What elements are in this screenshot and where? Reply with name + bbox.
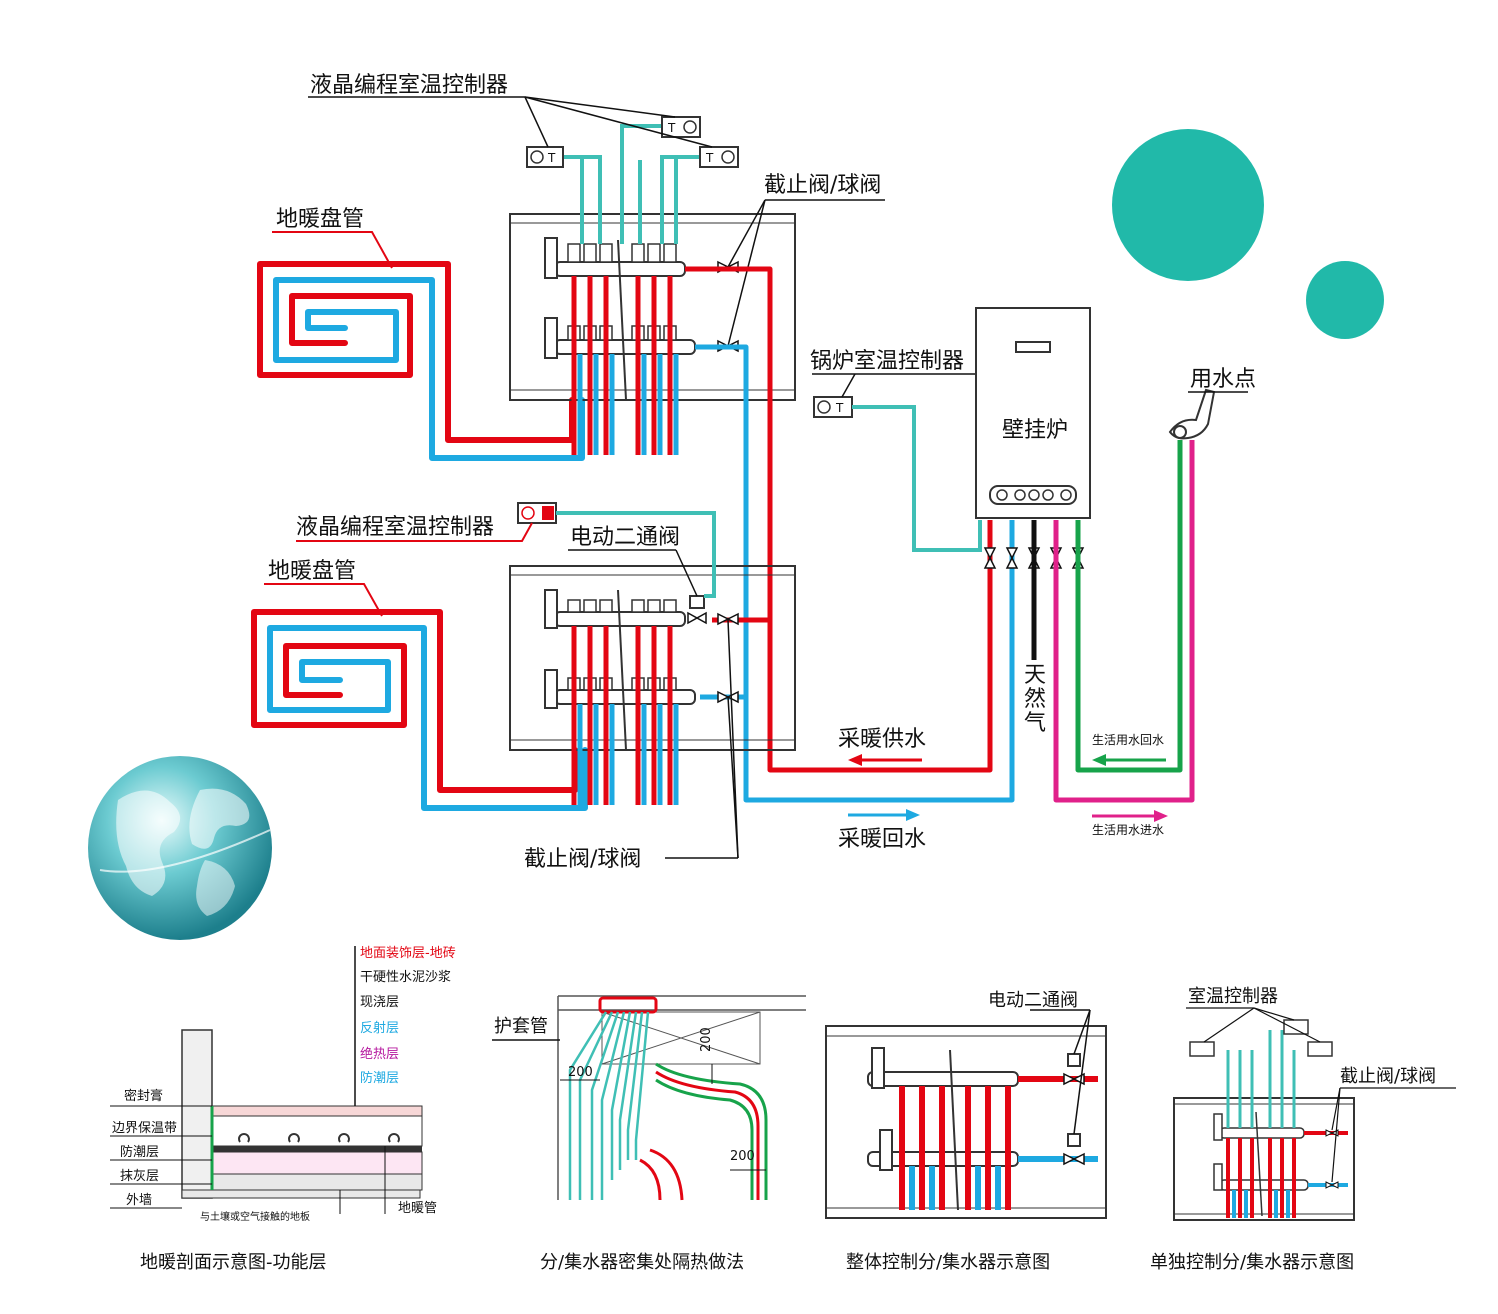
decor-circle-large [1112,129,1264,281]
layer-label-0: 地面装饰层-地砖 [360,946,456,961]
boiler-room-controller: T [812,373,982,552]
left-label-1: 边界保温带 [112,1121,177,1136]
svg-text:T: T [705,151,714,165]
label-individual-valve: 截止阀/球阀 [1340,1066,1436,1087]
floor-coil-bottom [251,609,588,811]
signal-wires-top [560,124,700,244]
label-floor-coil-bottom: 地暖盘管 [268,559,356,584]
label-gas-3: 气 [1024,711,1046,736]
manifold-top-loops [571,276,679,455]
dim-label-2: 200 [699,1027,714,1052]
left-label-3: 抹灰层 [120,1169,159,1184]
label-stop-valve-bottom: 截止阀/球阀 [524,847,641,872]
label-stop-valve-top: 截止阀/球阀 [764,173,881,198]
overall-manifold-drawing [825,1009,1107,1219]
caption-individual: 单独控制分/集水器示意图 [1150,1252,1354,1273]
label-floor-coil-top: 地暖盘管 [276,207,364,232]
layer-label-3: 反射层 [360,1020,399,1036]
label-lcd-controller-bottom: 液晶编程室温控制器 [296,515,494,540]
label-gas-1: 天 [1024,663,1046,688]
room-controller-top-1: T [526,146,564,168]
flow-arrow-domestic-return [1092,754,1166,766]
manifold-bottom-bars [544,589,707,751]
domestic-water-pipes [1053,440,1195,803]
label-boiler-controller: 锅炉室温控制器 [810,349,964,374]
caption-insulation: 分/集水器密集处隔热做法 [540,1252,744,1273]
layer-label-1: 干硬性水泥沙浆 [360,970,451,985]
room-controller-bottom [517,502,716,598]
floor-section-drawing [110,946,423,1214]
dim-label-1: 200 [568,1065,593,1080]
layer-label-5: 防潮层 [360,1070,399,1086]
leader-lcd-top [308,96,713,148]
left-label-0: 密封膏 [124,1088,163,1104]
label-water-point: 用水点 [1190,367,1256,392]
decor-circle-small [1306,261,1384,339]
label-overall-valve: 电动二通阀 [988,990,1078,1011]
stop-valve-bottom [665,612,739,859]
dim-label-3: 200 [730,1149,755,1164]
left-label-4: 外墙 [126,1193,152,1208]
flow-arrow-supply [848,754,922,766]
label-heating-return: 采暖回水 [838,827,926,852]
room-controller-top-3: T [699,146,739,168]
label-heating-supply: 采暖供水 [838,727,926,752]
manifold-bottom-loops [571,626,679,805]
caption-overall: 整体控制分/集水器示意图 [846,1252,1050,1273]
layer-label-2: 现浇层 [360,995,399,1010]
flow-arrow-domestic-in [1092,810,1168,822]
label-domestic-return: 生活用水回水 [1092,733,1164,747]
floor-coil-top [257,261,585,461]
label-lcd-controller-top: 液晶编程室温控制器 [310,73,508,98]
wall-boiler [975,307,1091,519]
svg-text:T: T [547,151,556,165]
label-individual-controller: 室温控制器 [1188,986,1278,1007]
layer-label-4: 绝热层 [360,1046,399,1062]
svg-text:T: T [835,401,844,415]
individual-manifold-drawing [1173,1007,1456,1221]
label-gas-2: 然 [1024,687,1046,712]
label-floor-contact: 与土壤或空气接触的地板 [200,1210,310,1223]
room-controller-top-2: T [661,116,701,138]
label-floor-pipe: 地暖管 [398,1201,437,1216]
water-tap-icon [1168,388,1216,440]
caption-section: 地暖剖面示意图-功能层 [140,1252,327,1273]
globe-icon [88,756,272,940]
svg-text:T: T [667,121,676,135]
insulation-drawing [557,995,806,1201]
manifold-top-bars [544,237,696,401]
flow-arrow-return [848,809,920,821]
label-sleeve: 护套管 [494,1016,548,1037]
label-domestic-in: 生活用水进水 [1092,823,1164,837]
left-label-2: 防潮层 [120,1144,159,1160]
label-electric-valve: 电动二通阀 [570,525,680,550]
label-boiler: 壁挂炉 [1002,418,1068,443]
